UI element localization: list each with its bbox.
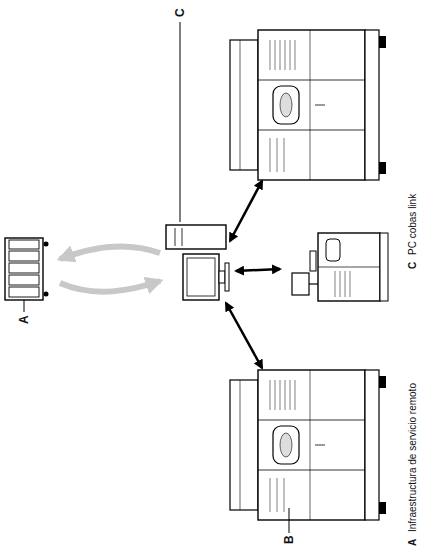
legend-text: Infraestructura de servicio remoto xyxy=(408,382,418,533)
remote-link-arrow xyxy=(60,281,160,292)
legend-key: C xyxy=(408,261,418,270)
pc-workstation xyxy=(166,225,229,300)
server-rack xyxy=(5,238,49,300)
leader-line xyxy=(180,22,181,222)
callout-letter: C xyxy=(174,7,186,18)
remote-link-arrow xyxy=(60,246,160,259)
callout-letter: A xyxy=(18,314,30,325)
analyzer-instrument xyxy=(230,30,386,180)
small-analyzer xyxy=(292,233,388,301)
leader-line xyxy=(289,508,290,533)
analyzer-instrument xyxy=(230,370,386,520)
connection-arrow xyxy=(230,181,262,241)
connection-arrow xyxy=(226,303,262,368)
connection-arrow xyxy=(236,269,280,271)
legend-key: A xyxy=(408,538,418,547)
callout-letter: B xyxy=(283,534,295,545)
legend-text: PC cobas link xyxy=(408,193,418,256)
leader-line xyxy=(24,300,25,312)
